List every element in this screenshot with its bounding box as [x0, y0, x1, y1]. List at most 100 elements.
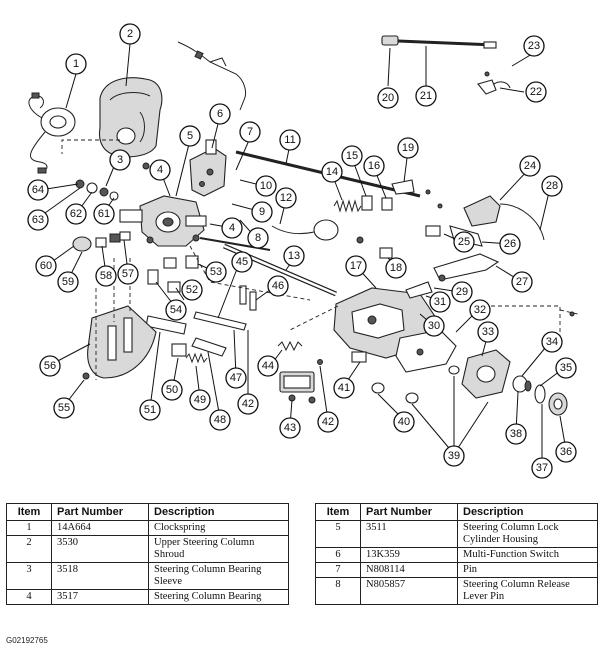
callout-35[interactable]: 35: [555, 357, 577, 379]
callout-20[interactable]: 20: [377, 87, 399, 109]
callout-63[interactable]: 63: [27, 209, 49, 231]
svg-text:52: 52: [186, 284, 198, 296]
part-number-cell: N808114: [360, 562, 458, 578]
callout-51[interactable]: 51: [139, 399, 161, 421]
callout-30[interactable]: 30: [423, 315, 445, 337]
part-number-cell: N805857: [360, 577, 458, 605]
svg-text:53: 53: [210, 266, 222, 278]
callout-27[interactable]: 27: [511, 271, 533, 293]
callout-3[interactable]: 3: [109, 149, 131, 171]
callout-45[interactable]: 45: [231, 251, 253, 273]
callout-54[interactable]: 54: [165, 299, 187, 321]
callout-5[interactable]: 5: [179, 125, 201, 147]
svg-text:4: 4: [157, 164, 163, 176]
callout-62[interactable]: 62: [65, 203, 87, 225]
callout-50[interactable]: 50: [161, 379, 183, 401]
callout-59[interactable]: 59: [57, 271, 79, 293]
callout-4a[interactable]: 4: [149, 159, 171, 181]
table-row: 3 3518 Steering Column Bearing Sleeve: [6, 562, 289, 590]
callout-17[interactable]: 17: [345, 255, 367, 277]
svg-text:33: 33: [482, 326, 494, 338]
callout-8[interactable]: 8: [247, 227, 269, 249]
callout-46[interactable]: 46: [267, 275, 289, 297]
callout-56[interactable]: 56: [39, 355, 61, 377]
svg-text:51: 51: [144, 404, 156, 416]
callout-44[interactable]: 44: [257, 355, 279, 377]
header-part-number: Part Number: [51, 503, 149, 521]
callout-13[interactable]: 13: [283, 245, 305, 267]
callout-32[interactable]: 32: [469, 299, 491, 321]
part-number-cell: 3517: [51, 589, 149, 605]
callout-64[interactable]: 64: [27, 179, 49, 201]
callout-19[interactable]: 19: [397, 137, 419, 159]
table-row: 2 3530 Upper Steering Column Shroud: [6, 535, 289, 563]
callout-40[interactable]: 40: [393, 411, 415, 433]
column-bracket-part: [333, 287, 457, 373]
callout-38[interactable]: 38: [505, 423, 527, 445]
callout-22[interactable]: 22: [525, 81, 547, 103]
callout-48[interactable]: 48: [209, 409, 231, 431]
callout-47[interactable]: 47: [225, 367, 247, 389]
svg-text:14: 14: [326, 166, 338, 178]
callout-24[interactable]: 24: [519, 155, 541, 177]
callout-37[interactable]: 37: [531, 457, 553, 479]
svg-text:46: 46: [272, 280, 284, 292]
callout-2[interactable]: 2: [119, 23, 141, 45]
callout-58[interactable]: 58: [95, 265, 117, 287]
callout-25[interactable]: 25: [453, 231, 475, 253]
svg-text:21: 21: [420, 90, 432, 102]
callout-39[interactable]: 39: [443, 445, 465, 467]
svg-text:42: 42: [322, 416, 334, 428]
svg-text:56: 56: [44, 360, 56, 372]
parts-drawing: [28, 35, 579, 416]
header-description: Description: [457, 503, 598, 521]
callout-15[interactable]: 15: [341, 145, 363, 167]
callout-9[interactable]: 9: [251, 201, 273, 223]
callout-41[interactable]: 41: [333, 377, 355, 399]
callout-1[interactable]: 1: [65, 53, 87, 75]
svg-text:36: 36: [560, 446, 572, 458]
callouts: 1 2 3 4 4 5 6 7 8 9 10 11 12 13 14 15 16…: [27, 23, 577, 479]
description-cell: Steering Column Release Lever Pin: [457, 577, 598, 605]
callout-18[interactable]: 18: [385, 257, 407, 279]
part-number-cell: 3530: [51, 535, 149, 563]
svg-text:42: 42: [242, 398, 254, 410]
svg-text:16: 16: [368, 160, 380, 172]
callout-11[interactable]: 11: [279, 129, 301, 151]
callout-28[interactable]: 28: [541, 175, 563, 197]
callout-10[interactable]: 10: [255, 175, 277, 197]
callout-21[interactable]: 21: [415, 85, 437, 107]
callout-36[interactable]: 36: [555, 441, 577, 463]
callout-12[interactable]: 12: [275, 187, 297, 209]
callout-43[interactable]: 43: [279, 417, 301, 439]
table-row: 1 14A664 Clockspring: [6, 520, 289, 536]
callout-29[interactable]: 29: [451, 281, 473, 303]
item-cell: 2: [6, 535, 52, 563]
callout-42b[interactable]: 42: [237, 393, 259, 415]
callout-57[interactable]: 57: [117, 263, 139, 285]
callout-7[interactable]: 7: [239, 121, 261, 143]
callout-49[interactable]: 49: [189, 389, 211, 411]
callout-14[interactable]: 14: [321, 161, 343, 183]
callout-61[interactable]: 61: [93, 203, 115, 225]
callout-31[interactable]: 31: [429, 291, 451, 313]
callout-34[interactable]: 34: [541, 331, 563, 353]
callout-52[interactable]: 52: [181, 279, 203, 301]
table-row: 8 N805857 Steering Column Release Lever …: [315, 577, 598, 605]
callout-55[interactable]: 55: [53, 397, 75, 419]
svg-text:9: 9: [259, 206, 265, 218]
part-number-cell: 13K359: [360, 547, 458, 563]
callout-16[interactable]: 16: [363, 155, 385, 177]
callout-23[interactable]: 23: [523, 35, 545, 57]
callout-26[interactable]: 26: [499, 233, 521, 255]
svg-text:50: 50: [166, 384, 178, 396]
svg-text:48: 48: [214, 414, 226, 426]
callout-33[interactable]: 33: [477, 321, 499, 343]
parts-table-right: Item Part Number Description 5 3511 Stee…: [315, 503, 598, 605]
callout-42a[interactable]: 42: [317, 411, 339, 433]
callout-6[interactable]: 6: [209, 103, 231, 125]
callout-60[interactable]: 60: [35, 255, 57, 277]
callout-53[interactable]: 53: [205, 261, 227, 283]
part-number-cell: 3511: [360, 520, 458, 548]
callout-4b[interactable]: 4: [221, 217, 243, 239]
